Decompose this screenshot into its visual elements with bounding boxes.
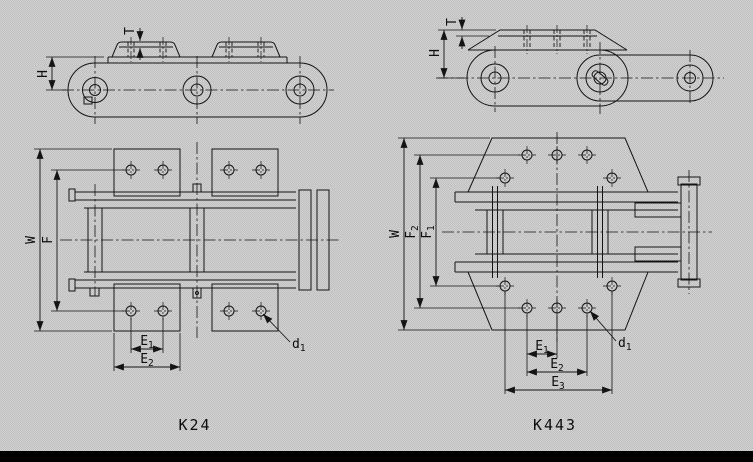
dim-label-H: H (428, 49, 443, 57)
k24-dim-E2: E2 (113, 333, 181, 371)
k24-dim-W: W (24, 148, 112, 332)
k443-dim-E2: E2 (527, 315, 588, 376)
cotter-slot (591, 70, 609, 86)
k24-tab-hole-hidden-lines (127, 42, 265, 57)
dim-label-E2-base: E (140, 352, 148, 367)
dim-label-E1-base: E (140, 334, 148, 349)
dim-label-d1-sub: 1 (626, 342, 632, 353)
k24-chain-plates (68, 188, 296, 292)
k24-caption: K24 (178, 416, 211, 434)
dim-label-T: T (445, 18, 460, 26)
k443-tab-hole-hidden-lines (523, 30, 591, 50)
k24-side-view: H T (36, 27, 334, 124)
k24-dim-d1: d1 (262, 313, 306, 354)
k24-dim-T: T (123, 27, 144, 60)
dim-label-E2: E2 (140, 352, 154, 369)
cotter-pin-section (89, 287, 100, 297)
dim-label-d1-base: d (618, 336, 626, 351)
k24-dim-H: H (36, 56, 104, 91)
k443-dim-E1: E1 (526, 315, 558, 376)
dim-label-E1-base: E (535, 339, 543, 354)
dim-label-E3-sub: 3 (559, 381, 565, 392)
k443-dim-F1: F1 (420, 177, 499, 287)
bottom-black-bar (0, 451, 753, 462)
dim-label-F1-base: F (420, 231, 435, 239)
cotter-pin-section (83, 96, 93, 105)
k443-caption: K443 (533, 416, 577, 434)
dim-label-E1-sub: 1 (543, 345, 549, 356)
dim-label-E2-sub: 2 (148, 358, 154, 369)
dim-label-T: T (123, 27, 138, 35)
dim-label-d1-base: d (292, 337, 300, 352)
dim-label-E2: E2 (550, 357, 564, 374)
k443-dim-T: T (445, 17, 489, 49)
dim-label-H: H (36, 70, 51, 78)
k443-dim-H: H (428, 29, 496, 79)
k443-side-view: H T (428, 17, 724, 114)
dim-label-E1-sub: 1 (148, 340, 154, 351)
dim-label-F2-sub: 2 (410, 225, 421, 231)
dim-label-F: F (41, 236, 56, 244)
dim-label-E1: E1 (535, 339, 549, 356)
dim-label-F2-base: F (404, 231, 419, 239)
dim-label-F1: F1 (420, 225, 437, 239)
k24-technical-drawing: H T (24, 27, 340, 434)
k443-dim-F2: F2 (404, 154, 520, 309)
k443-technical-drawing: H T (388, 17, 724, 434)
dim-label-F2: F2 (404, 225, 421, 239)
dim-label-E3-base: E (551, 375, 559, 390)
k24-attachment-holes (122, 161, 270, 320)
dim-label-d1-sub: 1 (300, 343, 306, 354)
k443-attachment-holes (496, 146, 621, 317)
dim-label-F1-sub: 1 (426, 225, 437, 231)
dim-label-d1: d1 (292, 337, 306, 354)
k24-dim-F: F (41, 169, 124, 312)
dim-label-E2-base: E (550, 357, 558, 372)
k443-dim-W: W (388, 137, 490, 331)
dim-label-E2-sub: 2 (558, 363, 564, 374)
k443-plan-view: W F2 F1 E1 (388, 132, 712, 394)
dim-label-E1: E1 (140, 334, 154, 351)
dim-label-E3: E3 (551, 375, 565, 392)
dim-label-d1: d1 (618, 336, 632, 353)
k24-plan-view: W F E1 E2 (24, 142, 340, 371)
k443-tab-hole-centerlines (526, 25, 588, 54)
dim-label-W: W (388, 230, 403, 238)
k443-dim-d1: d1 (589, 310, 632, 353)
k24-tab-hole-centerlines (130, 37, 262, 62)
k443-dim-E3: E3 (504, 291, 613, 394)
k24-dim-E1: E1 (130, 318, 164, 353)
dim-label-W: W (24, 236, 39, 244)
